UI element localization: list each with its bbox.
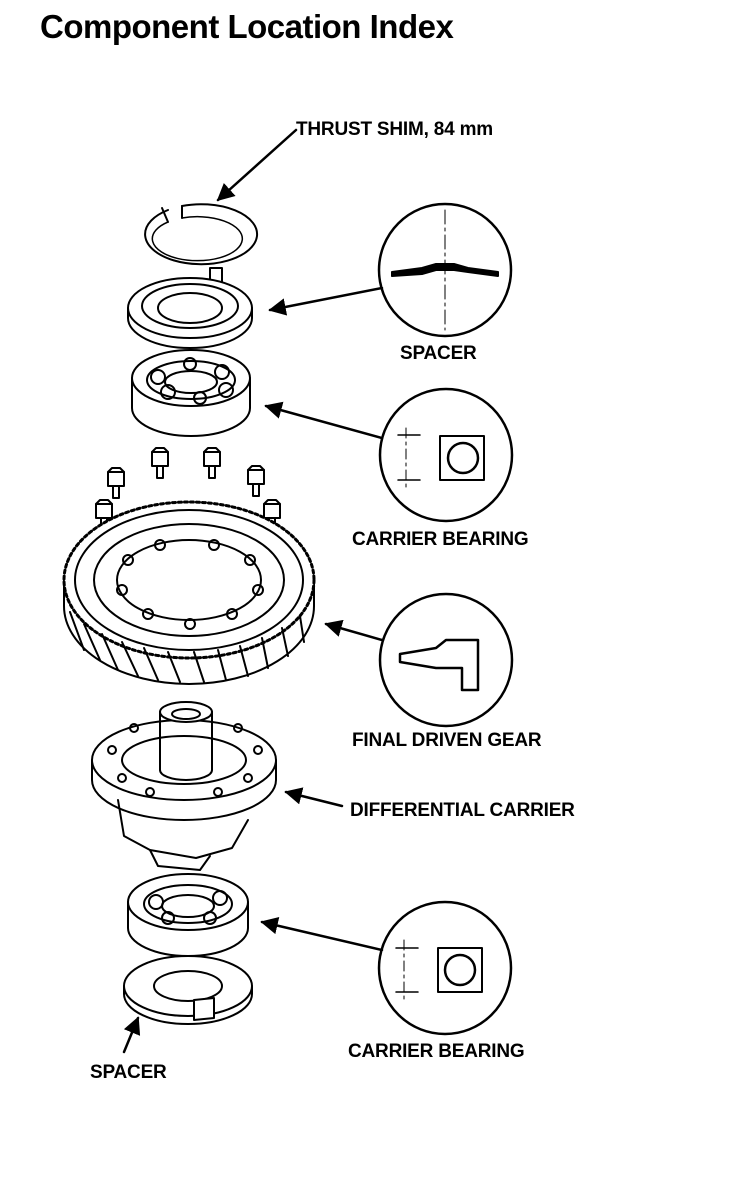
page-title: Component Location Index — [40, 8, 454, 45]
detail-circle-final-driven-gear — [378, 592, 514, 728]
top-spacer-part — [127, 277, 253, 349]
bottom-spacer-part — [123, 955, 253, 1025]
detail-circle-carrier-bearing-bottom — [377, 900, 513, 1036]
label-carrier-bearing-bottom: CARRIER BEARING — [348, 1041, 525, 1062]
label-thrust-shim: THRUST SHIM, 84 mm — [296, 119, 493, 140]
label-spacer-bottom: SPACER — [90, 1062, 167, 1083]
final-driven-gear-part — [62, 500, 316, 685]
label-differential-carrier: DIFFERENTIAL CARRIER — [350, 800, 575, 821]
detail-circle-spacer — [377, 202, 513, 338]
label-final-driven-gear: FINAL DRIVEN GEAR — [352, 730, 542, 751]
top-carrier-bearing-part — [131, 349, 251, 437]
label-spacer-top: SPACER — [400, 343, 477, 364]
detail-circle-carrier-bearing-top — [378, 387, 514, 523]
thrust-shim-part — [144, 203, 259, 289]
label-carrier-bearing-top: CARRIER BEARING — [352, 529, 529, 550]
bottom-carrier-bearing-part — [127, 873, 249, 957]
leader-arrows — [122, 128, 384, 1054]
differential-carrier-part — [91, 701, 277, 871]
